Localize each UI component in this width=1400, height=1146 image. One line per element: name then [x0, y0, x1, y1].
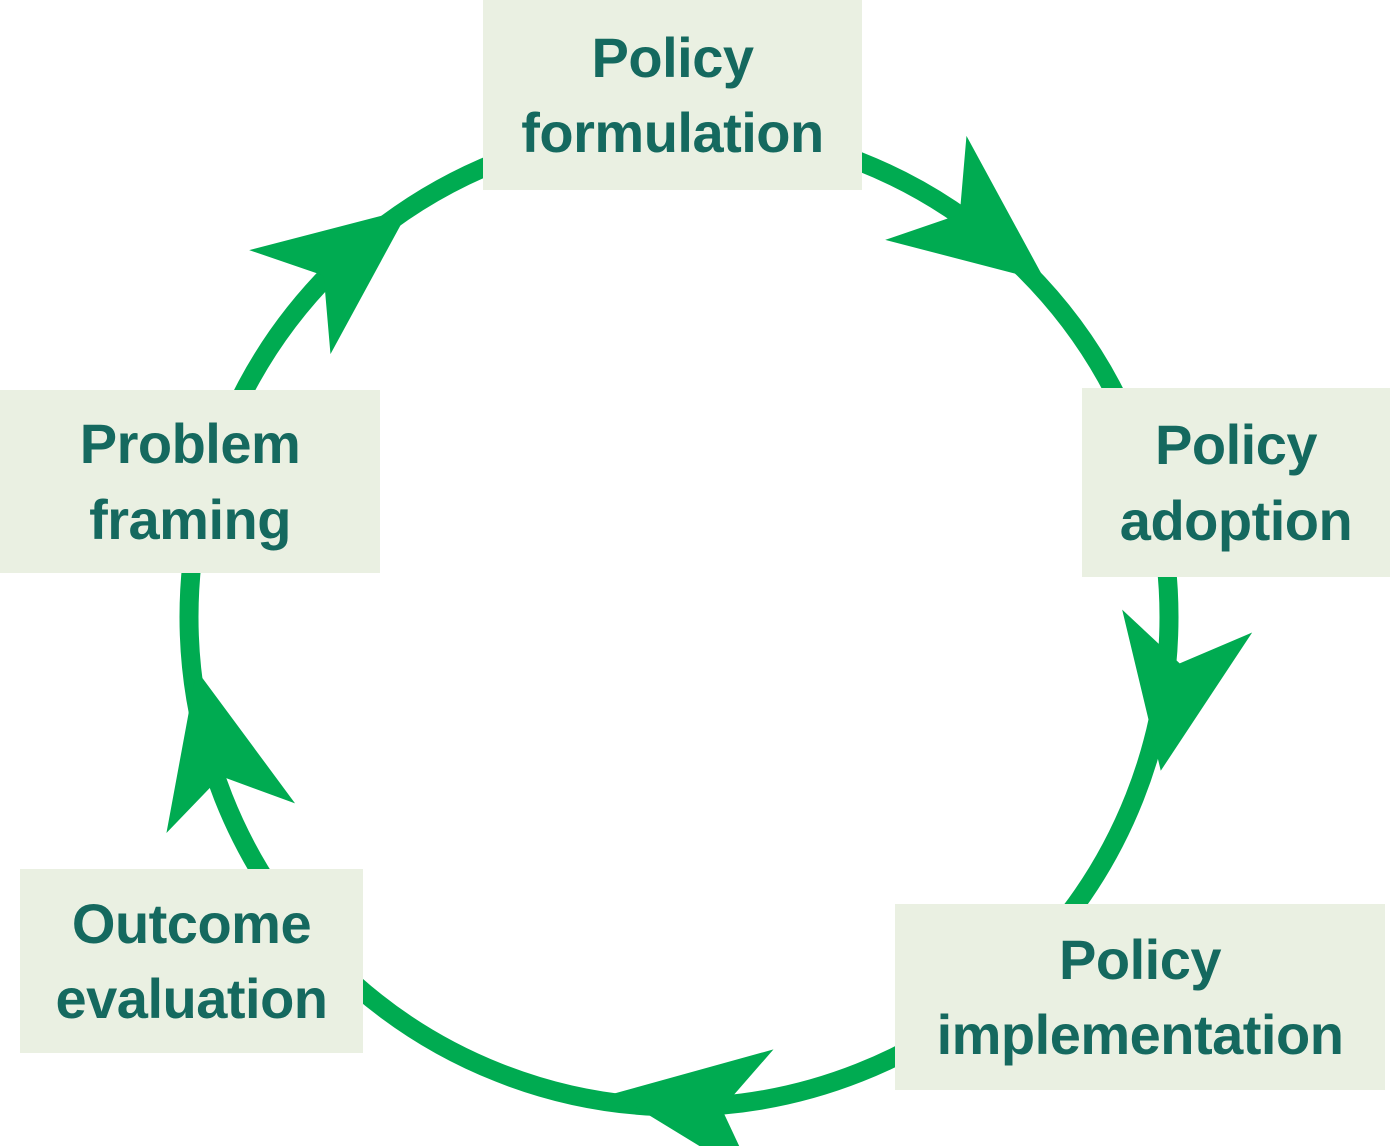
stage-label-line: implementation	[936, 1003, 1344, 1066]
stage-label-line: adoption	[1119, 488, 1353, 552]
stage-policy-implementation: Policy implementation	[895, 904, 1385, 1090]
arrow-evaluation-to-framing-icon	[166, 670, 296, 834]
stage-label-line: Outcome	[71, 891, 312, 955]
arrow-framing-to-formulation-icon	[249, 208, 410, 355]
stage-policy-formulation: Policy formulation	[483, 0, 862, 190]
stage-outcome-evaluation: Outcome evaluation	[20, 869, 363, 1053]
stage-label-line: evaluation	[55, 967, 328, 1030]
stage-label-line: Policy	[1155, 413, 1317, 477]
stage-problem-framing: Problem framing	[0, 390, 380, 573]
stage-label-line: formulation	[521, 101, 824, 164]
stage-label-line: Policy	[1059, 927, 1221, 991]
stage-label-line: Policy	[591, 25, 754, 89]
arrow-implementation-to-evaluation-icon	[613, 1049, 774, 1146]
arrow-adoption-to-implementation-icon	[1122, 609, 1253, 771]
arrow-formulation-to-adoption-icon	[885, 135, 1046, 282]
stage-label-line: framing	[89, 487, 291, 551]
stage-policy-adoption: Policy adoption	[1082, 388, 1390, 577]
stage-label-line: Problem	[79, 412, 301, 476]
